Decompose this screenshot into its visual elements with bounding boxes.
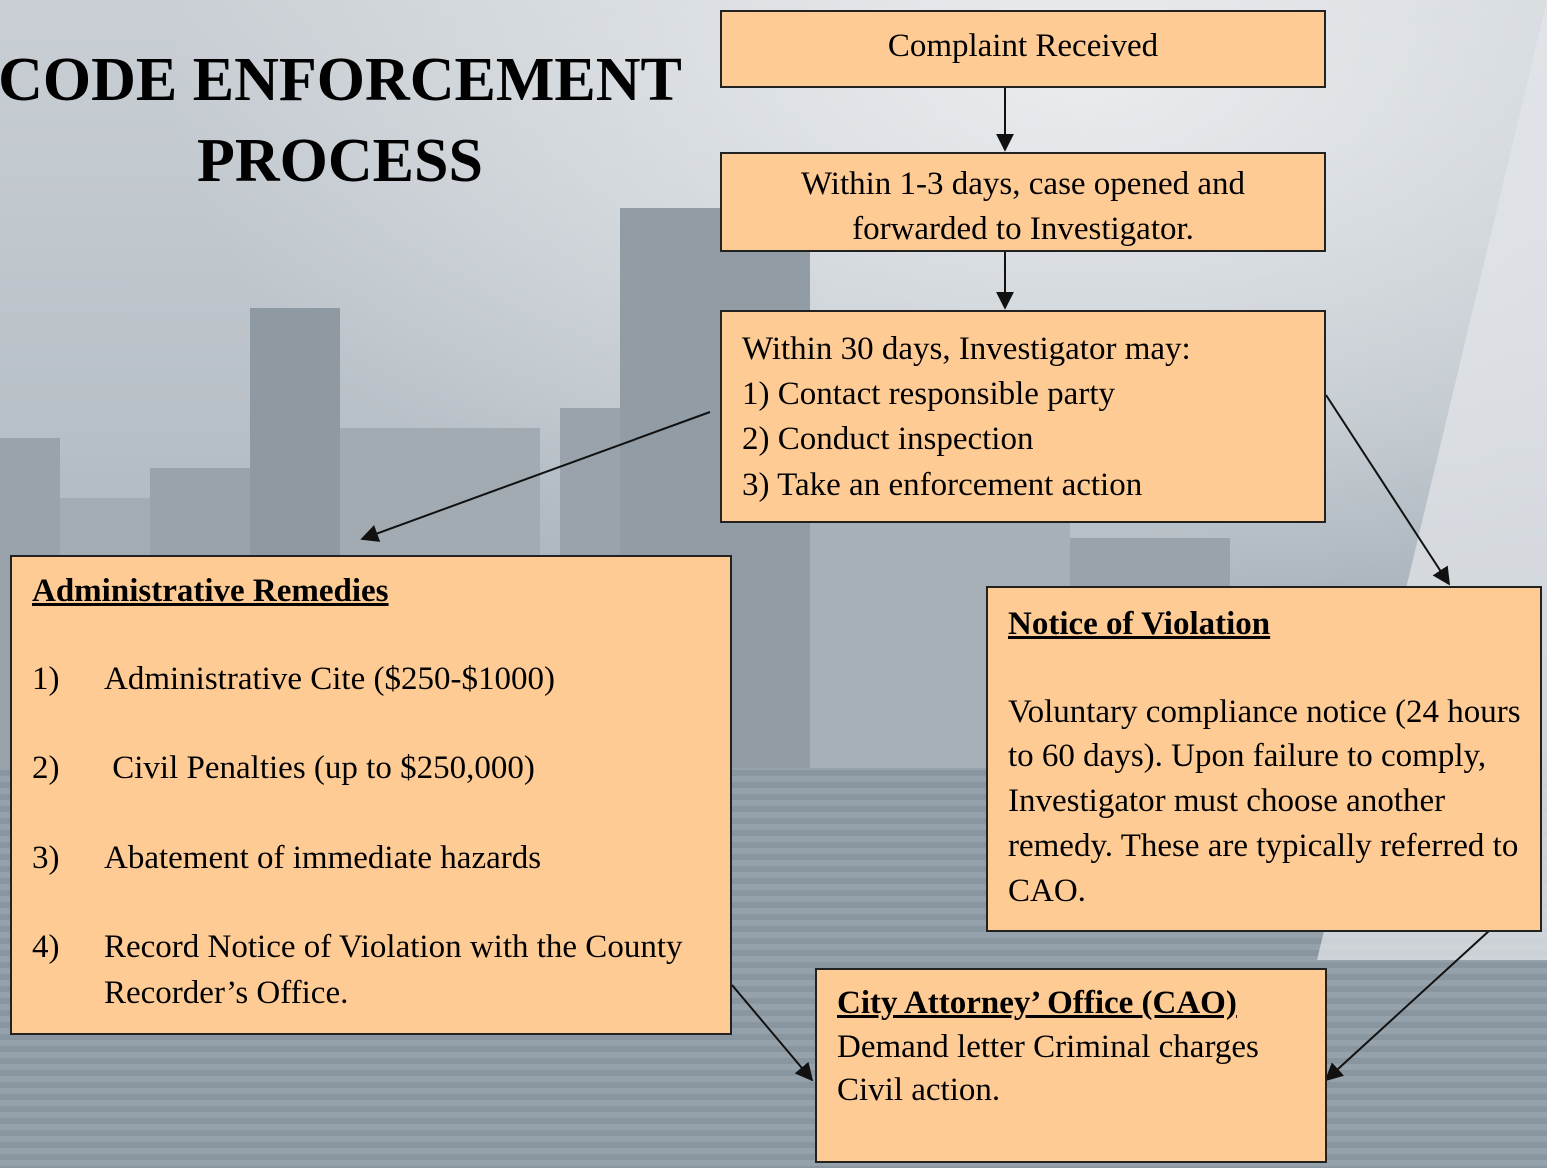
page-title: CODE ENFORCEMENT PROCESS bbox=[0, 40, 690, 201]
complaint-received-label: Complaint Received bbox=[887, 28, 1159, 64]
complaint-received-box: Complaint Received bbox=[720, 10, 1326, 88]
case-opened-text: Within 1-3 days, case opened and forward… bbox=[722, 154, 1324, 251]
administrative-remedies-box: Administrative Remedies 1) Administrativ… bbox=[10, 555, 732, 1035]
list-item-number: 2) bbox=[32, 750, 60, 787]
list-item: 4) Record Notice of Violation with the C… bbox=[32, 925, 730, 1016]
list-item-number: 1) bbox=[32, 660, 60, 697]
arrow-investigator-to-admin bbox=[360, 411, 711, 542]
case-opened-line-2: forwarded to Investigator. bbox=[852, 210, 1194, 247]
list-item: 2) Civil Penalties (up to $250,000) bbox=[32, 746, 730, 792]
investigator-actions-box: Within 30 days, Investigator may: 1) Con… bbox=[720, 310, 1326, 523]
investigator-item: 2) Conduct inspection bbox=[742, 421, 1034, 458]
notice-of-violation-box: Notice of Violation Voluntary compliance… bbox=[986, 586, 1542, 932]
list-item-text: Civil Penalties (up to $250,000) bbox=[104, 750, 535, 787]
city-attorney-office-body: Demand letter Criminal charges Civil act… bbox=[837, 1028, 1284, 1109]
case-opened-box: Within 1-3 days, case opened and forward… bbox=[720, 152, 1326, 252]
investigator-actions-text: Within 30 days, Investigator may: 1) Con… bbox=[742, 327, 1324, 508]
case-opened-line-1: Within 1-3 days, case opened and bbox=[800, 166, 1246, 202]
investigator-item: 1) Contact responsible party bbox=[742, 376, 1115, 413]
list-item: 1) Administrative Cite ($250-$1000) bbox=[32, 657, 730, 703]
list-item-number: 4) bbox=[32, 929, 60, 966]
investigator-intro: Within 30 days, Investigator may: bbox=[742, 331, 1191, 367]
list-item-text: Record Notice of Violation with the Coun… bbox=[104, 929, 683, 1011]
arrow-admin-to-cao bbox=[731, 984, 814, 1082]
arrow-investigator-to-notice bbox=[1325, 394, 1450, 586]
title-line-2: PROCESS bbox=[197, 126, 483, 195]
list-item-text: Abatement of immediate hazards bbox=[104, 839, 542, 876]
arrow-notice-to-cao bbox=[1324, 929, 1491, 1082]
list-item-number: 3) bbox=[32, 839, 60, 876]
notice-of-violation-body: Voluntary compliance notice (24 hours to… bbox=[1008, 693, 1521, 910]
city-attorney-office-heading: City Attorney’ Office (CAO) bbox=[837, 985, 1237, 1021]
list-item: 3) Abatement of immediate hazards bbox=[32, 836, 730, 882]
title-line-1: CODE ENFORCEMENT bbox=[0, 46, 682, 114]
city-attorney-office-box: City Attorney’ Office (CAO) Demand lette… bbox=[815, 968, 1327, 1163]
administrative-remedies-heading: Administrative Remedies bbox=[32, 573, 389, 609]
list-item-text: Administrative Cite ($250-$1000) bbox=[104, 660, 555, 697]
notice-of-violation-heading: Notice of Violation bbox=[1008, 606, 1271, 642]
remedies-list: 1) Administrative Cite ($250-$1000) 2) C… bbox=[32, 657, 730, 1017]
investigator-item: 3) Take an enforcement action bbox=[742, 466, 1143, 503]
